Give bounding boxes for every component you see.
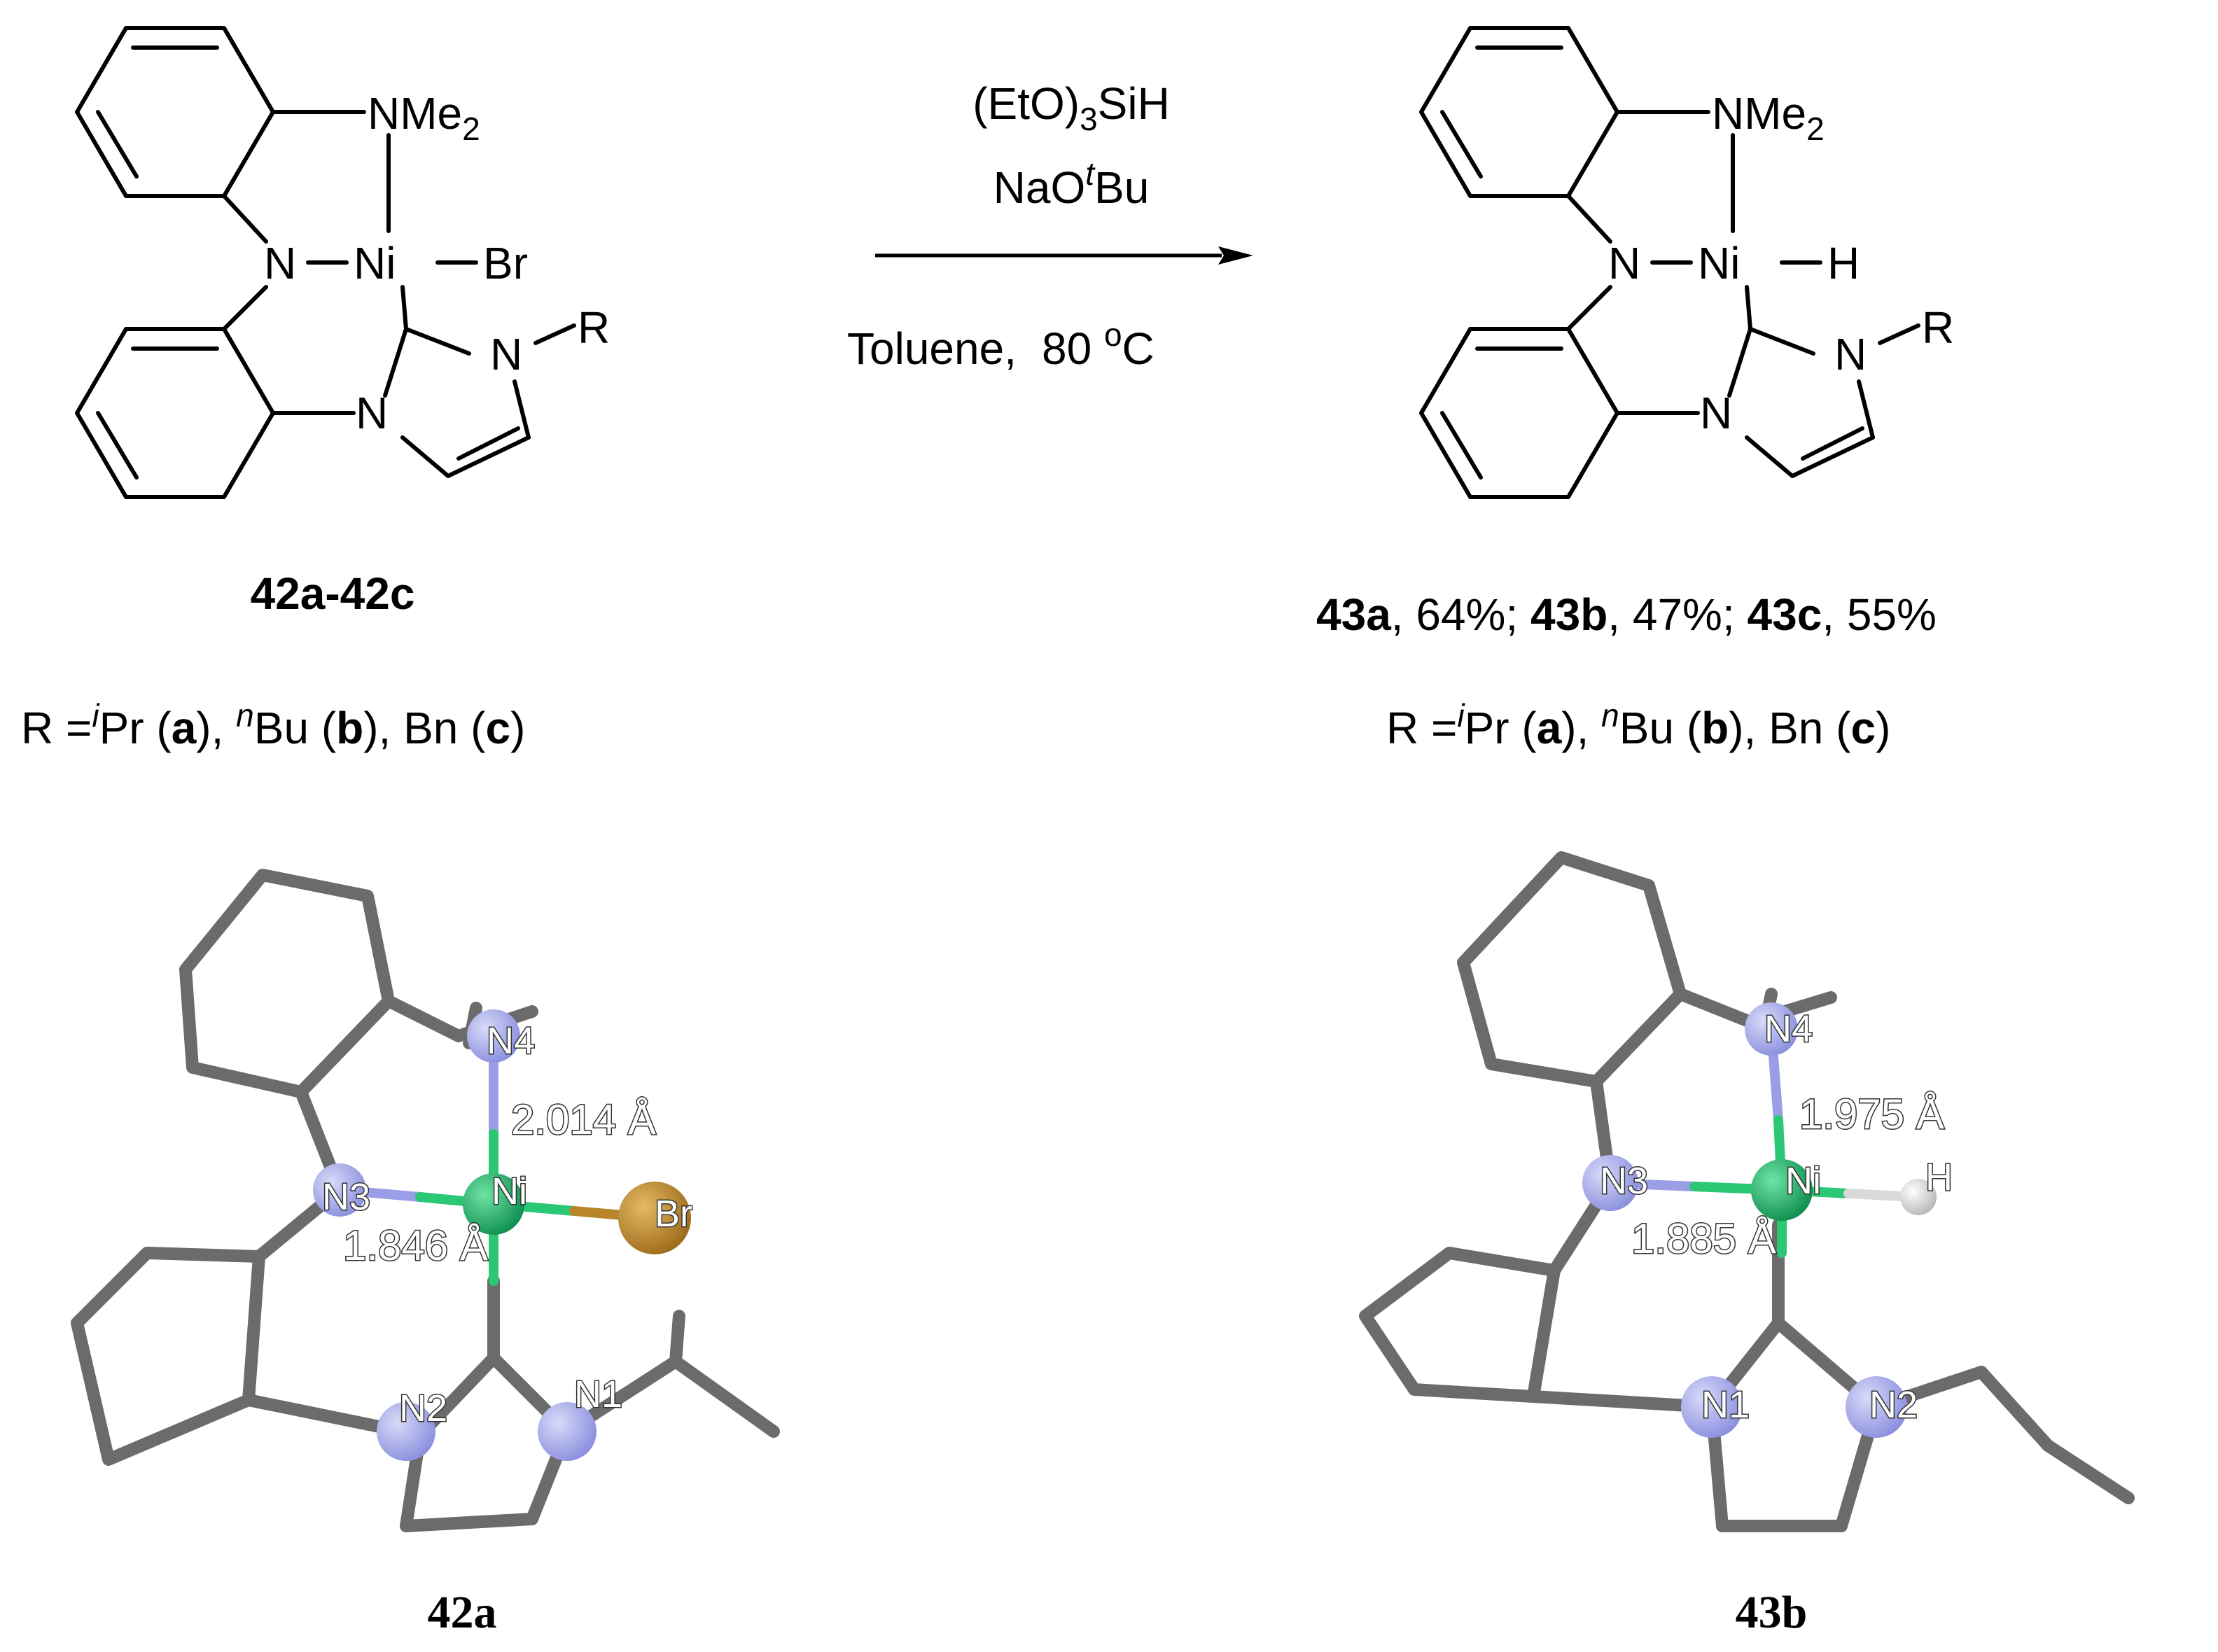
ni-n3-distance: 1.846 Å: [343, 1222, 488, 1269]
reactant-imidazole-n-label: N: [356, 388, 388, 438]
ni-n3-distance-43b: 1.885 Å: [1631, 1215, 1776, 1262]
n2-atom-sphere: [377, 1402, 435, 1461]
ni-label-43b: Ni: [1785, 1160, 1821, 1202]
reactant-atom-labels: NMe2 N Ni Br N N R: [264, 88, 610, 438]
reactant-r-definition: R =iPr (a), nBu (b), Bn (c): [21, 697, 525, 753]
crystal-43b-caption: 43b: [1736, 1587, 1808, 1638]
reagent-silane: (EtO)3SiH: [972, 78, 1170, 137]
n4-atom-sphere-43b: [1745, 1002, 1798, 1056]
product-nme2-label: NMe2: [1712, 88, 1825, 147]
product-ni-label: Ni: [1698, 238, 1740, 288]
reagent-base: NaOtBu: [993, 155, 1150, 213]
ni-n4-distance-43b: 1.975 Å: [1799, 1091, 1944, 1138]
n2-label: N2: [399, 1387, 447, 1429]
product-atom-labels: NMe2 N Ni H N N R: [1608, 88, 1954, 438]
product-imidazole-n-label: N: [1700, 388, 1732, 438]
reaction-conditions: Toluene,80 oC: [847, 316, 1155, 374]
n1-atom-sphere-43b: [1681, 1376, 1743, 1438]
n2-atom-sphere-43b: [1846, 1376, 1907, 1438]
n1-label-43b: N1: [1701, 1384, 1750, 1426]
product-yields: 43a, 64%; 43b, 47%; 43c, 55%: [1316, 589, 1937, 640]
ni-atom-sphere: [463, 1173, 524, 1235]
reactant-nr-n-label: N: [490, 329, 522, 379]
ni-label: Ni: [491, 1170, 527, 1212]
crystal-structure-42a: N4 N3 Ni Br N2 N1 2.014 Å 1.846 Å 42a: [71, 869, 780, 1638]
h-atom-sphere-43b: [1900, 1179, 1937, 1215]
n3-atom-sphere-43b: [1582, 1155, 1638, 1211]
n4-atom-sphere: [467, 1009, 520, 1063]
h-label-43b: H: [1925, 1156, 1953, 1198]
product-amide-n-label: N: [1608, 238, 1640, 288]
br-atom-sphere: [618, 1182, 691, 1254]
n4-label-43b: N4: [1764, 1008, 1813, 1050]
reaction-arrow: [875, 246, 1253, 265]
n1-label: N1: [574, 1373, 622, 1415]
br-label: Br: [655, 1193, 692, 1235]
reactant-compound-label: 42a-42c: [251, 568, 415, 619]
ni-n4-distance: 2.014 Å: [511, 1096, 656, 1143]
crystal-42a-caption: 42a: [428, 1587, 497, 1638]
product-r-label: R: [1922, 302, 1954, 353]
reactant-br-label: Br: [483, 238, 528, 288]
ni-atom-sphere-43b: [1751, 1159, 1813, 1221]
n2-label-43b: N2: [1869, 1384, 1918, 1426]
n1-atom-sphere: [538, 1402, 597, 1461]
n4-label: N4: [487, 1020, 535, 1062]
reactant-ni-label: Ni: [354, 238, 396, 288]
n3-label: N3: [322, 1176, 370, 1218]
product-r-definition: R =iPr (a), nBu (b), Bn (c): [1386, 697, 1890, 753]
product-h-label: H: [1827, 238, 1860, 288]
n3-label-43b: N3: [1600, 1160, 1648, 1202]
n3-atom-sphere: [313, 1163, 366, 1217]
reactant-nme2-label: NMe2: [368, 88, 480, 147]
product-nr-n-label: N: [1834, 329, 1867, 379]
crystal-structure-43b: N4 N3 Ni H N1 N2 1.975 Å 1.885 Å 43b: [1359, 851, 2135, 1638]
reactant-r-label: R: [578, 302, 610, 353]
product-structure: [1419, 26, 1920, 499]
reactant-structure: [75, 26, 576, 499]
reactant-amide-n-label: N: [264, 238, 296, 288]
